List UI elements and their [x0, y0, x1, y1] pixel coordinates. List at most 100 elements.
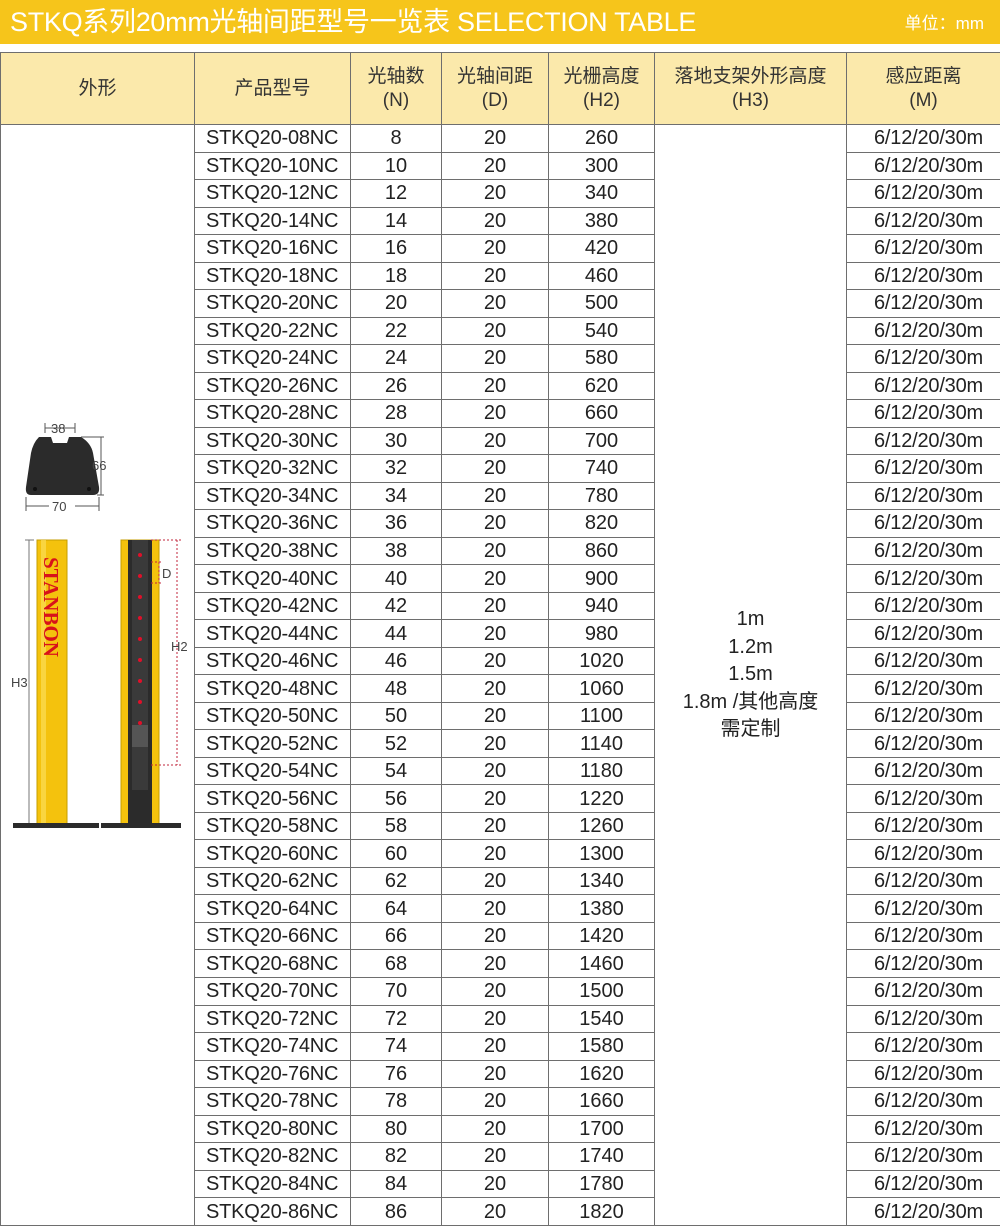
model-cell: STKQ20-46NC [194, 646, 351, 676]
spacing-cell: 20 [441, 949, 549, 978]
spacing-cell: 20 [441, 399, 549, 428]
model-cell: STKQ20-36NC [194, 509, 351, 538]
beam-emitter-icon [138, 595, 142, 599]
model-cell: STKQ20-32NC [194, 454, 351, 483]
range-cell: 6/12/20/30m [846, 399, 1000, 428]
beam-emitter-icon [138, 616, 142, 620]
height-cell: 260 [548, 124, 655, 153]
side-view-drawing: H2 D [101, 539, 188, 828]
spacing-cell: 20 [441, 1032, 549, 1061]
axes-cell: 72 [350, 1004, 442, 1034]
axes-cell: 38 [350, 536, 442, 566]
range-cell: 6/12/20/30m [846, 1032, 1000, 1061]
spacing-cell: 20 [441, 976, 549, 1006]
table-row: 38 66 70 STANBON H3 H2 [0, 124, 1000, 1226]
range-cell: 6/12/20/30m [846, 426, 1000, 456]
height-cell: 700 [548, 426, 655, 456]
range-cell: 6/12/20/30m [846, 784, 1000, 813]
axes-cell: 10 [350, 151, 442, 181]
height-cell: 1820 [548, 1197, 655, 1226]
range-cell: 6/12/20/30m [846, 839, 1000, 868]
stand-height-option: 1.8m /其他高度 [682, 690, 819, 713]
model-cell: STKQ20-70NC [194, 976, 351, 1006]
range-cell: 6/12/20/30m [846, 289, 1000, 318]
axes-cell: 28 [350, 399, 442, 428]
model-cell: STKQ20-78NC [194, 1087, 351, 1116]
spacing-cell: 20 [441, 1059, 549, 1089]
beam-emitter-icon [138, 721, 142, 725]
axes-cell: 46 [350, 646, 442, 676]
range-cell: 6/12/20/30m [846, 124, 1000, 153]
header-spacing: 光轴间距(D) [441, 52, 549, 125]
height-cell: 900 [548, 564, 655, 593]
model-cell: STKQ20-68NC [194, 949, 351, 978]
model-cell: STKQ20-60NC [194, 839, 351, 868]
cross-section-drawing: 38 66 70 [25, 421, 106, 514]
axes-cell: 56 [350, 784, 442, 813]
spacing-cell: 20 [441, 701, 549, 731]
spacing-cell: 20 [441, 756, 549, 786]
spacing-cell: 20 [441, 1087, 549, 1116]
model-cell: STKQ20-58NC [194, 811, 351, 841]
range-cell: 6/12/20/30m [846, 179, 1000, 208]
range-cell: 6/12/20/30m [846, 866, 1000, 896]
range-cell: 6/12/20/30m [846, 371, 1000, 401]
spacing-cell: 20 [441, 371, 549, 401]
height-cell: 780 [548, 481, 655, 511]
range-cell: 6/12/20/30m [846, 1114, 1000, 1144]
height-cell: 1100 [548, 701, 655, 731]
spacing-cell: 20 [441, 316, 549, 346]
axes-cell: 36 [350, 509, 442, 538]
spacing-cell: 20 [441, 179, 549, 208]
axes-cell: 24 [350, 344, 442, 373]
range-cell: 6/12/20/30m [846, 1142, 1000, 1171]
table-body: 38 66 70 STANBON H3 H2 [0, 124, 1000, 1226]
height-cell: 740 [548, 454, 655, 483]
height-cell: 820 [548, 509, 655, 538]
spacing-cell: 20 [441, 1004, 549, 1034]
d-label: D [162, 566, 171, 581]
range-cell: 6/12/20/30m [846, 344, 1000, 373]
model-cell: STKQ20-10NC [194, 151, 351, 181]
height-cell: 1420 [548, 921, 655, 951]
model-cell: STKQ20-18NC [194, 261, 351, 291]
axes-cell: 78 [350, 1087, 442, 1116]
height-cell: 340 [548, 179, 655, 208]
height-cell: 660 [548, 399, 655, 428]
axes-cell: 40 [350, 564, 442, 593]
range-cell: 6/12/20/30m [846, 921, 1000, 951]
axes-cell: 18 [350, 261, 442, 291]
model-cell: STKQ20-28NC [194, 399, 351, 428]
axes-cell: 86 [350, 1197, 442, 1226]
range-cell: 6/12/20/30m [846, 811, 1000, 841]
shape-cell: 38 66 70 STANBON H3 H2 [0, 124, 195, 1226]
model-cell: STKQ20-20NC [194, 289, 351, 318]
height-cell: 1540 [548, 1004, 655, 1034]
height-cell: 1260 [548, 811, 655, 841]
height-cell: 1060 [548, 674, 655, 703]
range-cell: 6/12/20/30m [846, 591, 1000, 621]
spacing-cell: 20 [441, 426, 549, 456]
spacing-cell: 20 [441, 289, 549, 318]
range-cell: 6/12/20/30m [846, 949, 1000, 978]
front-view-drawing: STANBON H3 [11, 539, 99, 828]
height-cell: 1660 [548, 1087, 655, 1116]
model-cell: STKQ20-56NC [194, 784, 351, 813]
model-cell: STKQ20-76NC [194, 1059, 351, 1089]
model-cell: STKQ20-40NC [194, 564, 351, 593]
spacing-cell: 20 [441, 921, 549, 951]
axes-cell: 12 [350, 179, 442, 208]
axes-cell: 74 [350, 1032, 442, 1061]
